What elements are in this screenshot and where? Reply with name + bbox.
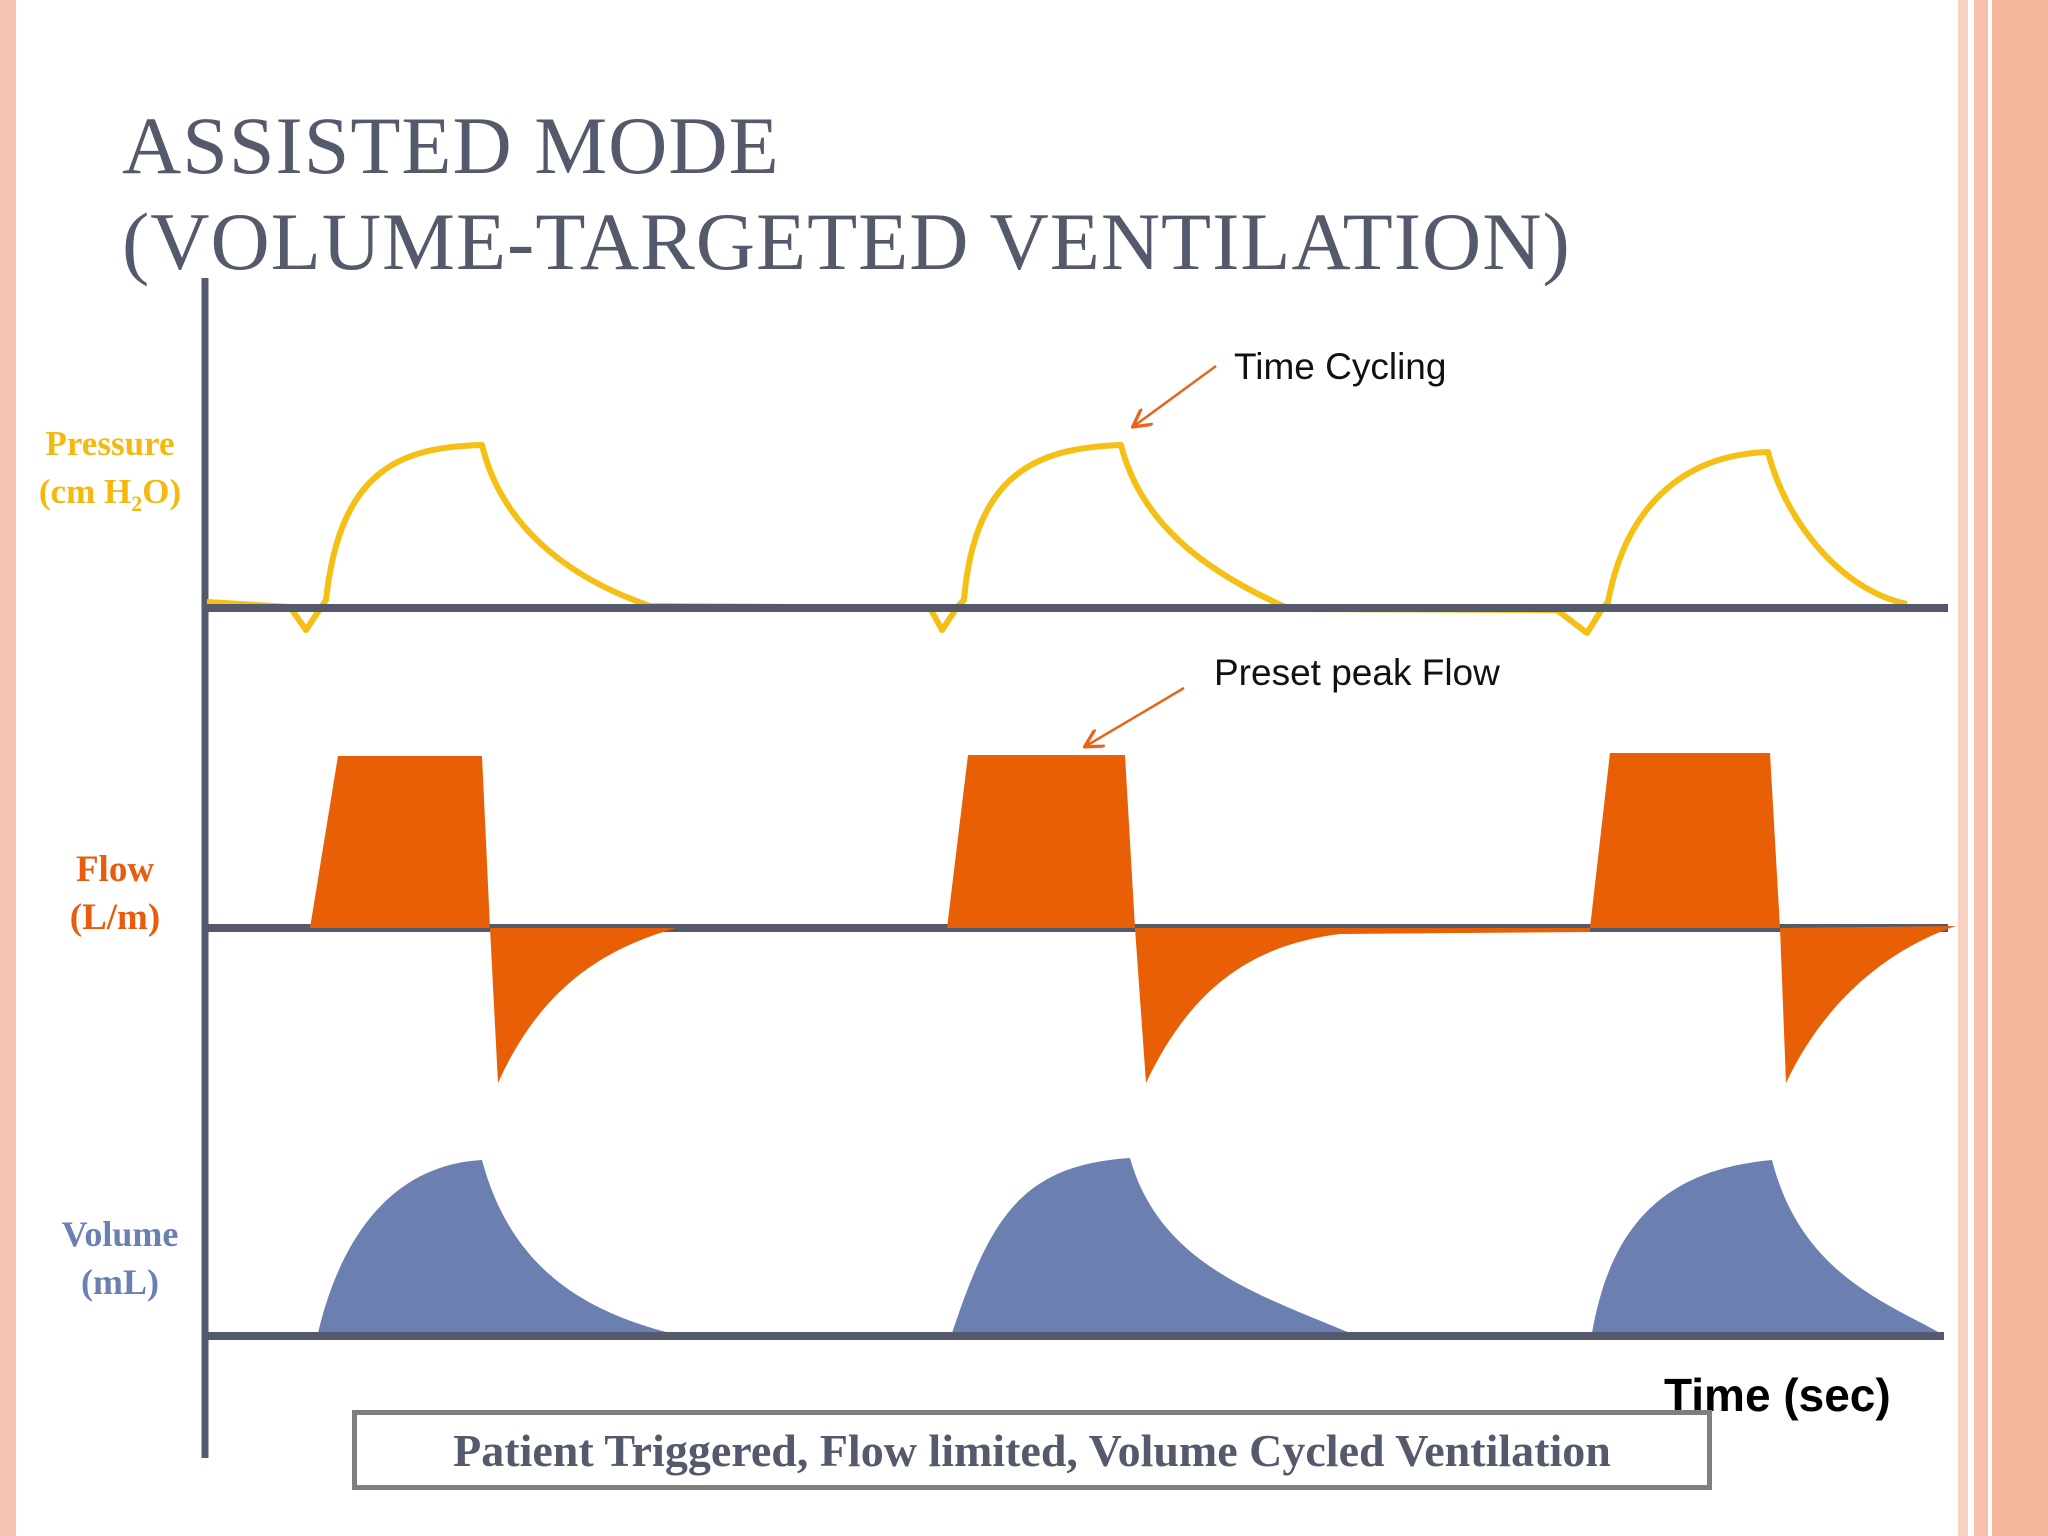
volume-waveform-1 — [318, 1160, 670, 1333]
preset-peak-flow-annotation: Preset peak Flow — [1214, 652, 1500, 693]
title-line-2: (VOLUME-TARGETED VENTILATION) — [122, 196, 1571, 287]
flow-inspiratory-pulse-2 — [947, 755, 1135, 928]
left-decorative-border — [0, 0, 16, 1536]
time-cycling-annotation: Time Cycling — [1234, 346, 1447, 387]
flow-expiratory-phase-2 — [1135, 928, 1590, 1083]
title-line-1: ASSISTED MODE — [122, 100, 780, 191]
slide-title: ASSISTED MODE (VOLUME-TARGETED VENTILATI… — [122, 98, 1571, 290]
pressure-unit-suffix: O) — [142, 472, 182, 511]
volume-label-line-2: (mL) — [81, 1262, 159, 1302]
volume-axis-label: Volume (mL) — [30, 1210, 210, 1306]
pressure-waveform — [206, 442, 1908, 636]
flow-axis-label: Flow (L/m) — [40, 846, 190, 942]
flow-label-line-2: (L/m) — [69, 897, 161, 938]
pressure-label-line-1: Pressure — [45, 424, 175, 463]
flow-inspiratory-pulse-3 — [1590, 753, 1780, 928]
flow-expiratory-phase-1 — [490, 928, 676, 1083]
flow-expiratory-phase-3 — [1780, 926, 1956, 1083]
right-decorative-border — [1958, 0, 2048, 1536]
volume-waveform-2 — [952, 1158, 1350, 1333]
volume-waveform-3 — [1592, 1160, 1940, 1333]
preset-peak-flow-arrow — [1086, 686, 1185, 746]
volume-label-line-1: Volume — [61, 1214, 179, 1254]
pressure-unit-prefix: (cm H — [38, 472, 132, 511]
pressure-axis-label: Pressure (cm H2O) — [20, 420, 200, 528]
caption-text: Patient Triggered, Flow limited, Volume … — [453, 1424, 1611, 1476]
pressure-label-line-2: (cm H2O) — [38, 472, 182, 516]
pressure-unit-subscript: 2 — [131, 491, 143, 516]
caption-box: Patient Triggered, Flow limited, Volume … — [352, 1410, 1712, 1490]
flow-label-line-1: Flow — [75, 849, 155, 890]
flow-inspiratory-pulse-1 — [310, 756, 490, 928]
time-cycling-arrow — [1134, 364, 1217, 426]
